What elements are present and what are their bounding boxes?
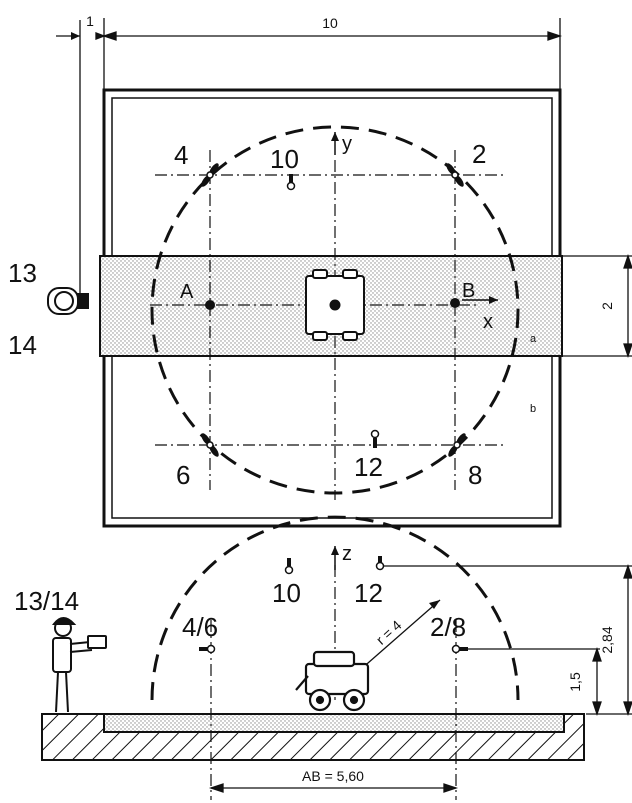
zone-b-label: b	[530, 403, 536, 415]
top-view: 1 10 2 y x	[8, 13, 632, 528]
microphone-12-icon	[370, 429, 380, 448]
top-dimension	[56, 18, 563, 300]
side-view: z r = 4	[14, 515, 632, 800]
microphone-2-8-side-icon	[451, 644, 468, 654]
measurement-circle	[150, 125, 520, 495]
microphone-10-side-icon	[284, 558, 294, 575]
dim-lower-height-label: 1,5	[567, 672, 583, 692]
zone-a-label: a	[530, 333, 537, 345]
microphone-2-icon	[446, 163, 464, 187]
x-axis-label: x	[483, 311, 493, 333]
vehicle-side-icon	[295, 650, 370, 712]
vehicle-top-icon	[305, 269, 365, 341]
point-a-marker	[205, 300, 215, 310]
strip-dimension	[562, 253, 632, 359]
radius-line	[359, 599, 441, 671]
height-dimensions	[384, 563, 632, 717]
mic-13-label: 13	[8, 258, 37, 288]
mic-10-side-label: 10	[272, 578, 301, 608]
dim-strip-label: 2	[599, 302, 615, 310]
pair-2-8-label: 2/8	[430, 612, 466, 642]
mic-8-label: 8	[468, 460, 482, 490]
dim-width-label: 10	[322, 15, 338, 31]
measurement-hemisphere	[150, 515, 520, 701]
mic-6-label: 6	[176, 460, 190, 490]
microphone-12-side-icon	[375, 556, 385, 571]
y-axis-label: y	[342, 133, 352, 155]
dim-ab-label: AB = 5,60	[302, 768, 364, 784]
dim-offset-label: 1	[86, 13, 94, 29]
microphone-4-icon	[201, 163, 219, 187]
mic-2-label: 2	[472, 139, 486, 169]
z-axis-label: z	[342, 543, 352, 565]
microphone-4-6-side-icon	[199, 644, 216, 654]
operator-label: 13/14	[14, 586, 79, 616]
pair-4-6-label: 4/6	[182, 612, 218, 642]
mic-4-label: 4	[174, 140, 188, 170]
mic-10-label: 10	[270, 144, 299, 174]
dim-total-height-label: 2,84	[599, 626, 615, 653]
point-b-label: B	[462, 280, 475, 302]
ab-dimension	[208, 783, 459, 793]
mic-12-side-label: 12	[354, 578, 383, 608]
mic-14-label: 14	[8, 330, 37, 360]
microphone-8-icon	[448, 433, 466, 457]
operator-top-icon	[47, 287, 89, 315]
road-surface	[103, 713, 565, 733]
point-a-label: A	[180, 281, 194, 303]
microphone-10-icon	[286, 174, 296, 191]
microphone-6-icon	[201, 433, 219, 457]
radius-label: r = 4	[373, 617, 405, 648]
point-b-marker	[450, 298, 460, 308]
mic-12-label: 12	[354, 452, 383, 482]
operator-figure-icon	[51, 617, 107, 713]
